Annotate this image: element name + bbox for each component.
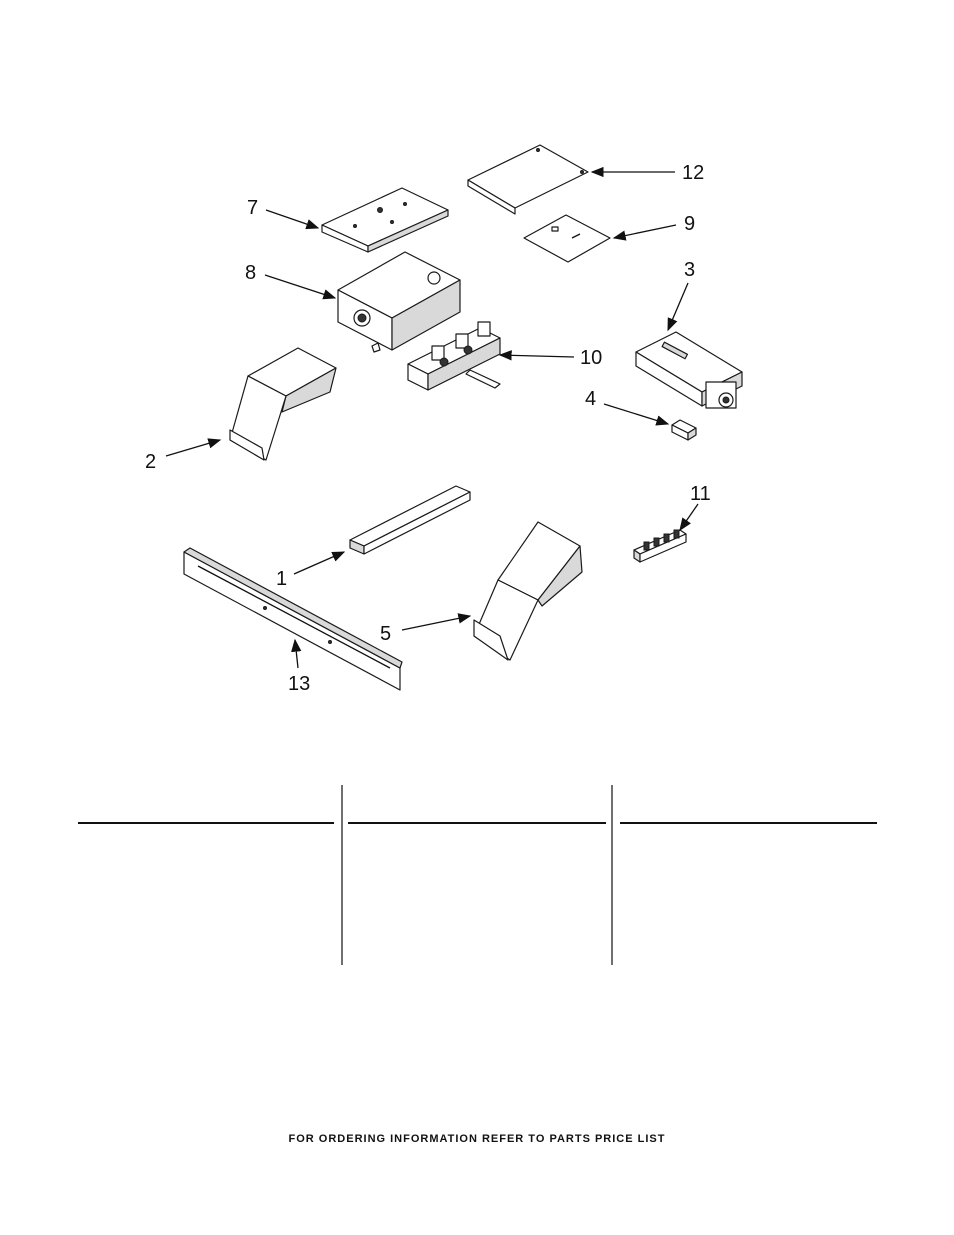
part-11-terminal-strip <box>633 529 687 563</box>
part-2-duct <box>229 347 337 461</box>
leader-10 <box>498 350 575 361</box>
callout-13: 13 <box>288 673 310 695</box>
part-3-switch-assembly <box>635 331 743 409</box>
leader-9 <box>612 224 677 241</box>
callout-1: 1 <box>276 568 287 590</box>
callout-12: 12 <box>682 162 704 184</box>
part-5-shield-bracket <box>473 521 583 661</box>
callout-11: 11 <box>690 483 711 505</box>
leader-3 <box>667 282 689 332</box>
leader-4 <box>603 403 670 426</box>
leader-7 <box>265 209 320 230</box>
callout-4: 4 <box>585 388 596 410</box>
part-1-bar <box>349 485 471 555</box>
parts-table-frame <box>78 785 877 965</box>
leader-5 <box>401 613 472 631</box>
callout-9: 9 <box>684 213 695 235</box>
leader-13 <box>291 638 302 669</box>
part-10-terminal-block <box>407 321 501 391</box>
leader-11 <box>679 503 699 532</box>
callout-3: 3 <box>684 259 695 281</box>
part-8-box <box>337 251 461 353</box>
leader-1 <box>293 551 346 575</box>
callout-2: 2 <box>145 451 156 473</box>
callout-7: 7 <box>247 197 258 219</box>
part-7-bracket <box>321 187 449 253</box>
leader-2 <box>165 438 222 457</box>
part-13-rail <box>183 547 403 691</box>
callout-5: 5 <box>380 623 391 645</box>
footer-note: FOR ORDERING INFORMATION REFER TO PARTS … <box>288 1133 666 1145</box>
part-4-small-block <box>671 419 697 441</box>
leader-8 <box>264 274 337 300</box>
callout-10: 10 <box>580 347 602 369</box>
part-9-plate <box>523 214 611 263</box>
callout-8: 8 <box>245 262 256 284</box>
part-12-cover-plate <box>467 144 589 215</box>
